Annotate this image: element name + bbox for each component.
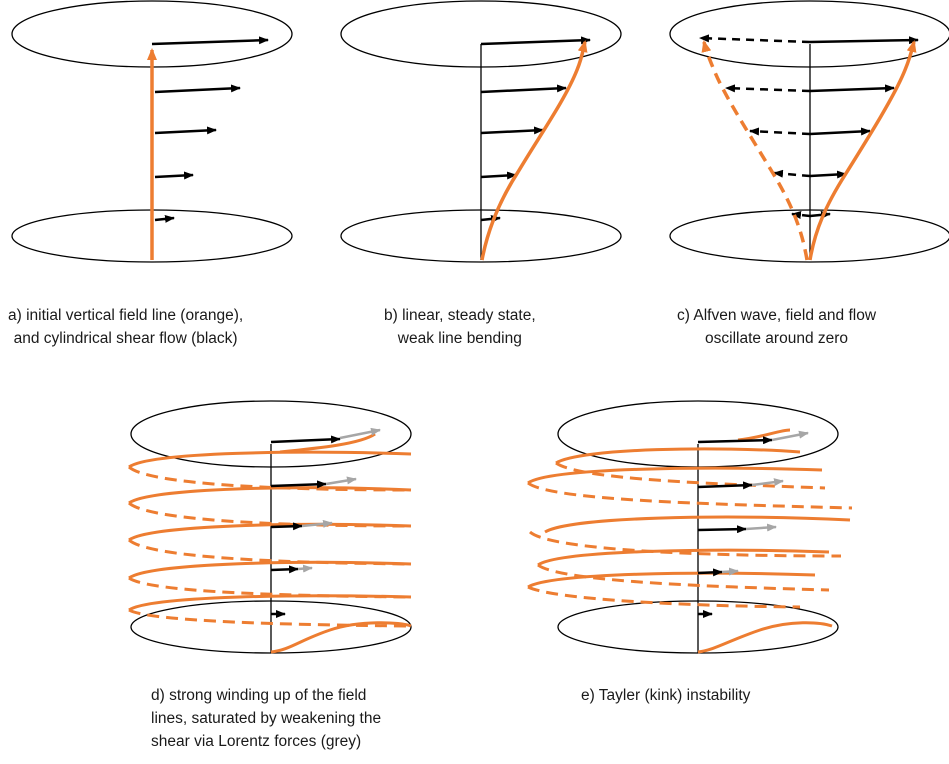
flow-arrow (270, 480, 327, 489)
lorentz-flow-arrows (297, 427, 381, 573)
lorentz-arrow (745, 523, 777, 532)
caption-line: lines, saturated by weakening the (151, 710, 382, 727)
flow-arrow (697, 481, 753, 490)
field-line (808, 40, 917, 261)
flow-arrow (154, 214, 175, 223)
flow-arrow (151, 36, 269, 46)
flow-arrow (697, 568, 723, 577)
flow-arrows-dashed (699, 34, 811, 219)
caption-line: and cylindrical shear flow (black) (13, 330, 238, 347)
panel-d (127, 400, 412, 654)
flow-arrow (809, 36, 919, 45)
flow-arrow (697, 436, 773, 445)
lorentz-arrow (771, 430, 809, 442)
flow-arrow (809, 84, 895, 93)
caption-line: b) linear, steady state, (384, 307, 536, 324)
caption-e: e) Tayler (kink) instability (581, 684, 750, 707)
lorentz-arrow (751, 478, 784, 487)
flow-arrow (773, 169, 811, 178)
lorentz-arrow (297, 564, 313, 573)
flow-arrow (791, 211, 811, 219)
caption-line: weak line bending (397, 330, 522, 347)
panel-b (340, 0, 622, 263)
field-line (480, 40, 588, 261)
panel-e (527, 400, 853, 654)
lorentz-flow-arrows (721, 430, 809, 576)
flow-arrow (480, 214, 501, 223)
flow-arrow (270, 522, 303, 531)
flow-arrow (809, 127, 871, 136)
field-winding (127, 432, 412, 654)
lorentz-arrow (721, 567, 739, 576)
flow-arrow (697, 525, 747, 534)
caption-line: c) Alfven wave, field and flow (677, 307, 877, 324)
flow-arrow (480, 171, 517, 180)
caption-line: e) Tayler (kink) instability (581, 687, 751, 704)
flow-arrow (480, 36, 591, 46)
shear-flow-arrows (270, 435, 341, 618)
flow-arrow (725, 84, 811, 93)
field-kink (527, 428, 853, 654)
panel-a (11, 0, 293, 263)
flow-arrow (154, 126, 217, 135)
shear-flow-arrows (480, 36, 591, 223)
shear-flow-arrows (151, 36, 269, 223)
caption-c: c) Alfven wave, field and flow oscillate… (677, 304, 876, 350)
flow-arrow (270, 565, 299, 574)
flow-arrow (809, 170, 847, 179)
caption-line: shear via Lorentz forces (grey) (151, 733, 362, 750)
caption-line: d) strong winding up of the field (151, 687, 367, 704)
lorentz-arrow (325, 476, 357, 486)
flow-arrow (699, 34, 811, 44)
caption-b: b) linear, steady state, weak line bendi… (384, 304, 536, 350)
panel-c (669, 0, 949, 263)
flow-arrow (480, 126, 544, 135)
flow-arrow (154, 84, 241, 94)
caption-line: oscillate around zero (705, 330, 849, 347)
flow-arrow (154, 171, 194, 180)
lorentz-arrow (301, 519, 333, 528)
lorentz-arrow (339, 427, 381, 440)
flow-arrow (270, 435, 341, 444)
caption-line: a) initial vertical field line (orange), (8, 307, 244, 324)
flow-arrows-solid (809, 36, 919, 219)
shear-flow-arrows (697, 436, 773, 618)
caption-a: a) initial vertical field line (orange),… (8, 304, 243, 350)
flow-arrow (809, 210, 831, 219)
flow-arrow (480, 84, 567, 94)
flow-arrow (749, 127, 811, 136)
caption-d: d) strong winding up of the field lines,… (151, 684, 381, 753)
field-line-dashed (701, 40, 809, 261)
